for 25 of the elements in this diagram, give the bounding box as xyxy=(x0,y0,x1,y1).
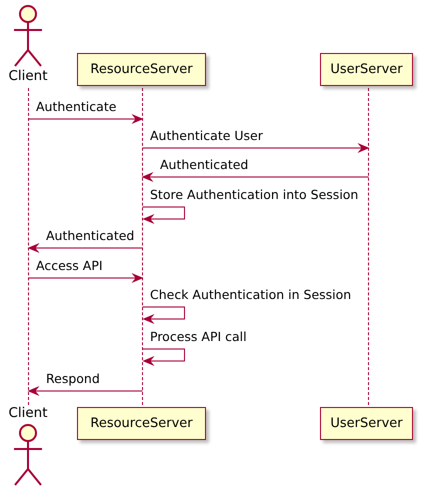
message-arrow xyxy=(28,114,144,124)
participant-box: ResourceServer xyxy=(77,407,206,440)
participant-name: Client xyxy=(7,68,49,84)
lifeline xyxy=(142,88,143,405)
message-arrow xyxy=(28,273,144,283)
message-arrow xyxy=(142,348,185,366)
message-label: Store Authentication into Session xyxy=(148,188,360,202)
lifeline xyxy=(368,88,369,405)
message-arrow xyxy=(142,206,185,224)
message-arrow xyxy=(28,243,143,253)
participant-box: UserServer xyxy=(320,53,413,86)
message-arrow xyxy=(142,172,369,182)
message-label: Respond xyxy=(44,372,102,386)
message-arrow xyxy=(142,143,370,153)
message-label: Check Authentication in Session xyxy=(148,288,354,302)
lifeline xyxy=(28,88,29,405)
message-arrow xyxy=(28,386,143,396)
message-label: Authenticated xyxy=(158,158,250,172)
participant-name: Client xyxy=(7,405,49,421)
participant-box: UserServer xyxy=(320,407,413,440)
message-label: Authenticate User xyxy=(148,129,265,143)
message-arrow xyxy=(142,306,185,324)
message-label: Authenticate xyxy=(34,100,118,114)
participant-box: ResourceServer xyxy=(77,53,206,86)
message-label: Authenticated xyxy=(44,229,136,243)
